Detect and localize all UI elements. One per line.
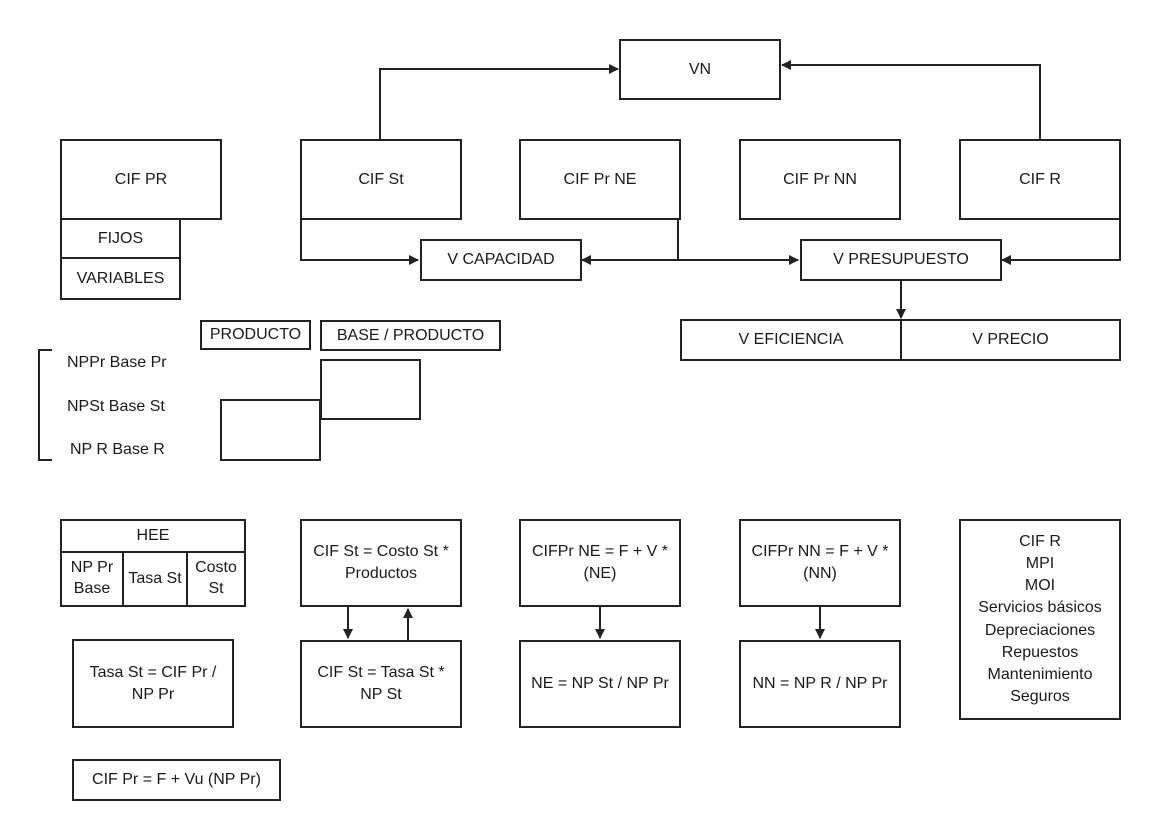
- arrow-cif-r-to-vn: [781, 60, 1041, 139]
- hee-table: HEE NP Pr Base Tasa St Costo St: [60, 519, 246, 607]
- cif-r-list-item: Repuestos: [1001, 643, 1079, 661]
- producto-box: PRODUCTO: [200, 320, 311, 350]
- cif-pr-ne-label: CIF Pr NE: [563, 170, 637, 188]
- cif-st-box: CIF St: [300, 139, 462, 220]
- v-eficiencia-box: V EFICIENCIA: [680, 319, 902, 361]
- v-eficiencia-label: V EFICIENCIA: [738, 331, 844, 349]
- producto-label: PRODUCTO: [209, 326, 302, 344]
- cif-pr-label: CIF PR: [114, 170, 168, 188]
- tasa-st-formula-box: Tasa St = CIF Pr / NP Pr: [72, 639, 234, 728]
- v-capacidad-box: V CAPACIDAD: [420, 239, 582, 281]
- base-empty-box-upper: [320, 359, 421, 420]
- v-precio-box: V PRECIO: [900, 319, 1121, 361]
- cif-r-list-item: Servicios básicos: [978, 599, 1102, 617]
- base-line-r: NP R Base R: [70, 441, 165, 458]
- base-producto-box: BASE / PRODUCTO: [320, 320, 501, 351]
- vn-box: VN: [619, 39, 781, 100]
- cif-pr-box: CIF PR: [60, 139, 222, 220]
- tasa-st-formula: Tasa St = CIF Pr / NP Pr: [89, 663, 217, 703]
- cif-r-list-item: Depreciaciones: [984, 621, 1096, 639]
- hee-row: NP Pr Base Tasa St Costo St: [62, 553, 244, 605]
- variables-box: VARIABLES: [60, 257, 181, 300]
- cif-st-costo-formula-box: CIF St = Costo St * Productos: [300, 519, 462, 607]
- nn-formula: NN = NP R / NP Pr: [752, 675, 888, 693]
- base-producto-label: BASE / PRODUCTO: [336, 326, 485, 344]
- nn-formula-box: NN = NP R / NP Pr: [739, 640, 901, 728]
- ne-formula: NE = NP St / NP Pr: [531, 675, 669, 693]
- cif-pr-ne-box: CIF Pr NE: [519, 139, 681, 220]
- cif-pr-formula-box: CIF Pr = F + Vu (NP Pr): [72, 759, 281, 801]
- cif-st-tasa-formula: CIF St = Tasa St * NP St: [317, 664, 445, 703]
- cif-st-label: CIF St: [358, 170, 404, 188]
- v-capacidad-label: V CAPACIDAD: [447, 251, 555, 269]
- v-precio-label: V PRECIO: [972, 331, 1049, 349]
- cif-r-list-item: Seguros: [1010, 687, 1070, 705]
- cifpr-nn-formula: CIFPr NN = F + V * (NN): [751, 543, 889, 582]
- base-line-st: NPSt Base St: [67, 398, 165, 415]
- fijos-label: FIJOS: [97, 229, 144, 247]
- arrow-cif-st-to-v-capacidad: [300, 219, 419, 265]
- ne-formula-box: NE = NP St / NP Pr: [519, 640, 681, 728]
- base-line-pr: NPPr Base Pr: [67, 354, 167, 371]
- cifpr-ne-formula: CIFPr NE = F + V * (NE): [531, 543, 669, 582]
- hee-cell-costo-st: Costo St: [186, 553, 244, 605]
- cif-r-list-box: CIF R MPI MOI Servicios básicos Deprecia…: [959, 519, 1121, 720]
- bases-bracket: [38, 349, 52, 461]
- cifpr-nn-formula-box: CIFPr NN = F + V * (NN): [739, 519, 901, 607]
- cif-pr-nn-box: CIF Pr NN: [739, 139, 901, 220]
- hee-title: HEE: [62, 521, 244, 553]
- hee-cell-np-pr-base: NP Pr Base: [70, 559, 114, 597]
- hee-cell-tasa-st: Tasa St: [122, 553, 186, 605]
- cif-st-costo-formula: CIF St = Costo St * Productos: [313, 543, 449, 582]
- cif-r-list-item: CIF R: [1019, 533, 1061, 551]
- cif-r-list-item: Mantenimiento: [987, 665, 1093, 683]
- v-presupuesto-box: V PRESUPUESTO: [800, 239, 1002, 281]
- variables-label: VARIABLES: [76, 269, 165, 287]
- arrow-cif-r-to-v-presupuesto: [1001, 219, 1121, 265]
- cifpr-ne-formula-box: CIFPr NE = F + V * (NE): [519, 519, 681, 607]
- cif-st-tasa-formula-box: CIF St = Tasa St * NP St: [300, 640, 462, 728]
- cif-r-box: CIF R: [959, 139, 1121, 220]
- cif-pr-nn-label: CIF Pr NN: [783, 170, 857, 188]
- vn-label: VN: [688, 60, 712, 78]
- cif-r-list-item: MOI: [1024, 577, 1056, 595]
- base-empty-box-lower: [220, 399, 321, 461]
- cif-pr-formula: CIF Pr = F + Vu (NP Pr): [92, 771, 261, 789]
- fijos-box: FIJOS: [60, 218, 181, 259]
- cif-r-label: CIF R: [1019, 170, 1061, 188]
- arrow-cif-st-to-vn: [379, 64, 619, 139]
- cif-r-list-item: MPI: [1025, 555, 1055, 573]
- v-presupuesto-label: V PRESUPUESTO: [833, 251, 969, 269]
